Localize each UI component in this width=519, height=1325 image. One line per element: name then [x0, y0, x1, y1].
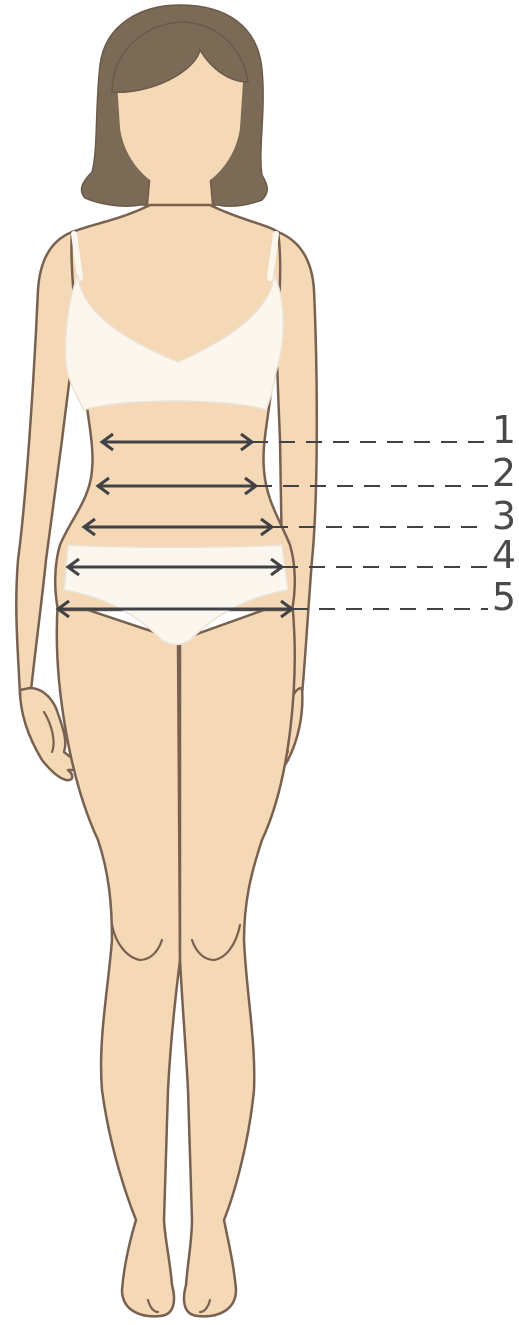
- measurement-label-1: 1: [489, 411, 519, 449]
- right-leg: [180, 600, 295, 1316]
- measurement-label-4: 4: [489, 536, 519, 574]
- measurement-label-3: 3: [489, 497, 519, 535]
- measurement-label-2: 2: [489, 454, 519, 492]
- measurement-label-5: 5: [489, 578, 519, 616]
- left-leg: [57, 600, 180, 1316]
